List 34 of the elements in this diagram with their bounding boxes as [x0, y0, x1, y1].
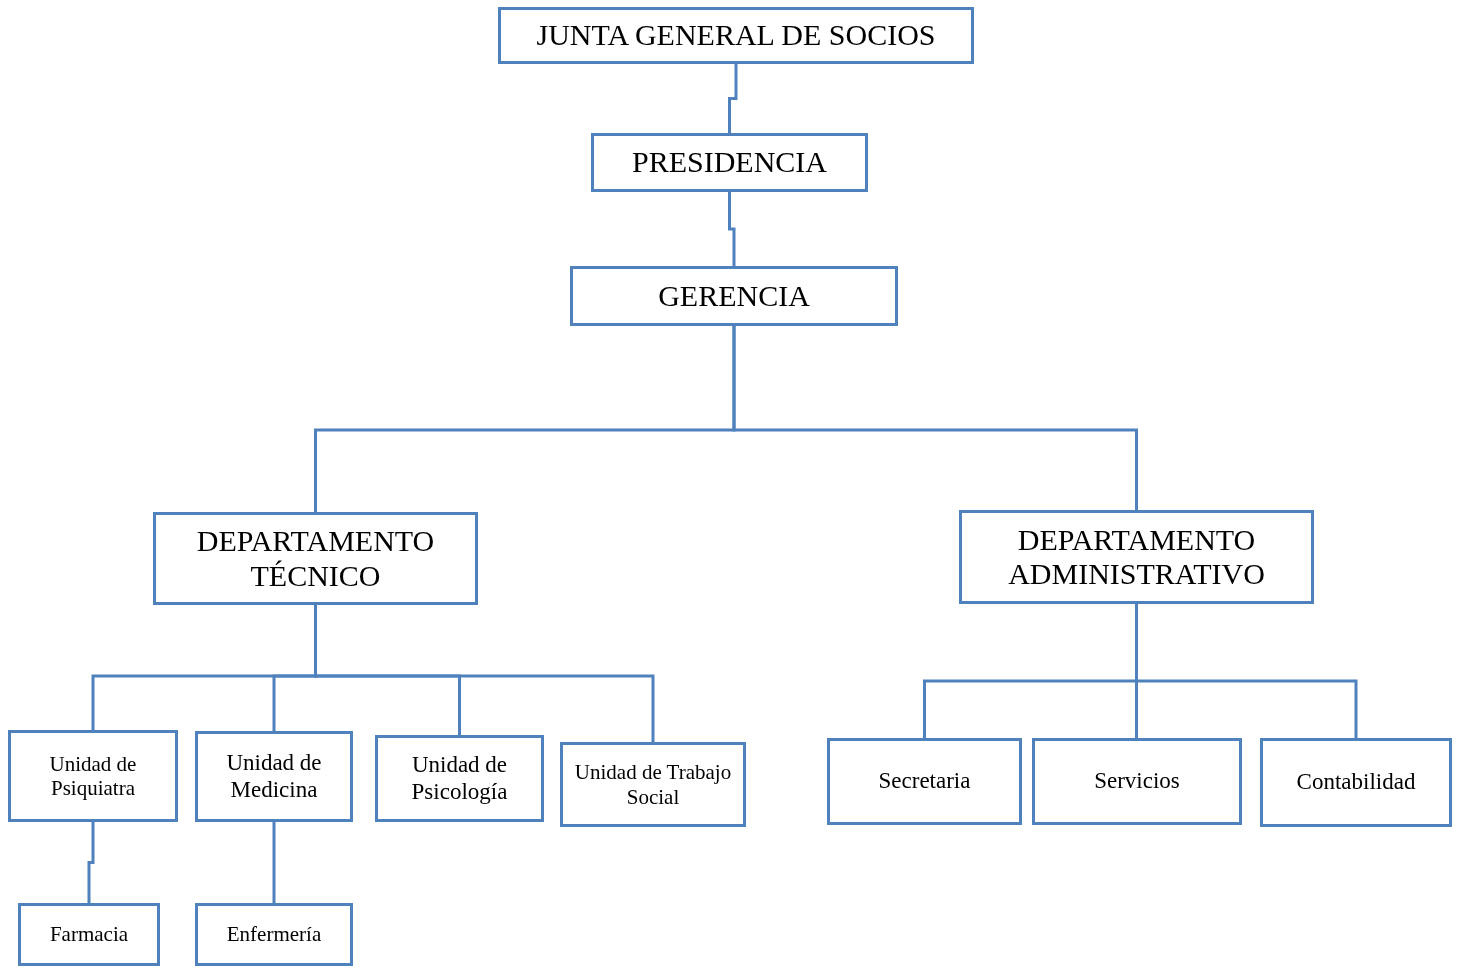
box-label: DEPARTAMENTO ADMINISTRATIVO — [1007, 522, 1266, 592]
org-box — [827, 738, 1022, 825]
connector-line — [728, 192, 736, 266]
connector-line — [732, 326, 1138, 510]
org-box — [959, 510, 1314, 604]
org-box — [560, 742, 746, 827]
box-label: Secretaria — [878, 768, 971, 795]
box-label: Farmacia — [49, 922, 129, 947]
box-label: GERENCIA — [658, 278, 810, 314]
box-label: Enfermería — [226, 922, 322, 947]
org-box — [1032, 738, 1242, 825]
box-label: DEPARTAMENTO TÉCNICO — [195, 524, 436, 593]
box-label: Unidad de Psicología — [410, 752, 509, 805]
box-label: Unidad de Psiquiatra — [48, 751, 138, 801]
org-box — [153, 512, 478, 605]
org-box — [8, 730, 178, 822]
org-box — [195, 903, 353, 966]
box-label: Servicios — [1094, 768, 1180, 795]
connector-line — [314, 605, 655, 742]
box-label: Unidad de Trabajo Social — [573, 760, 733, 809]
org-box — [18, 903, 160, 966]
connector-line — [87, 822, 95, 903]
box-label: JUNTA GENERAL DE SOCIOS — [536, 18, 936, 53]
connector-line — [728, 64, 738, 133]
org-box — [591, 133, 868, 192]
box-label: Contabilidad — [1296, 769, 1416, 796]
connector-line — [272, 822, 276, 903]
box-label: PRESIDENCIA — [632, 145, 827, 180]
org-box — [498, 7, 974, 64]
org-box — [375, 735, 544, 822]
org-box — [195, 731, 353, 822]
org-box — [570, 266, 898, 326]
box-label: Unidad de Medicina — [225, 750, 323, 803]
org-box — [1260, 738, 1452, 827]
